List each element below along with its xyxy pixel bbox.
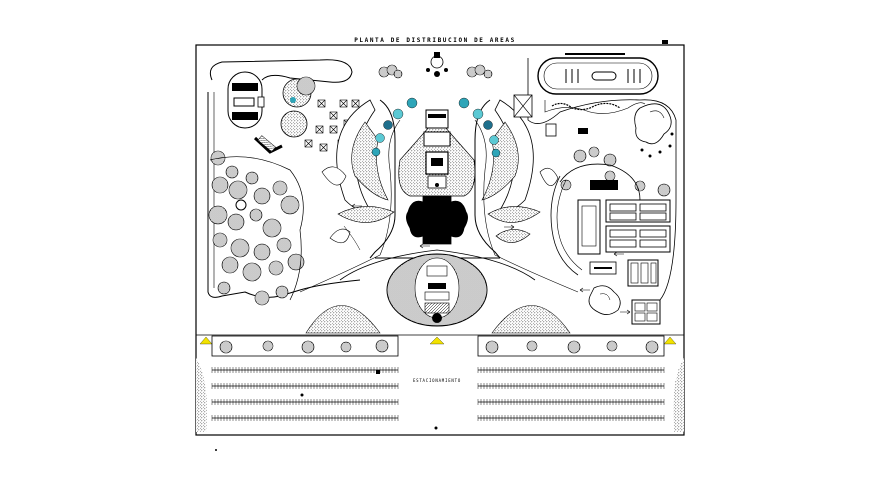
- plan-title: PLANTA DE DISTRIBUCION DE AREAS: [354, 37, 516, 44]
- parking-area: ESTACIONAMIENTO: [196, 334, 684, 451]
- central-plaza: [299, 52, 579, 334]
- right-sports-area: [513, 57, 677, 325]
- title-underline: [565, 53, 625, 55]
- parking-rows-left: [211, 367, 399, 421]
- left-play-area: [207, 59, 361, 306]
- parking-label: ESTACIONAMIENTO: [413, 378, 461, 383]
- fountain-sequence: [371, 97, 501, 158]
- corner-mark: [662, 40, 668, 44]
- parking-rows-right: [477, 367, 665, 421]
